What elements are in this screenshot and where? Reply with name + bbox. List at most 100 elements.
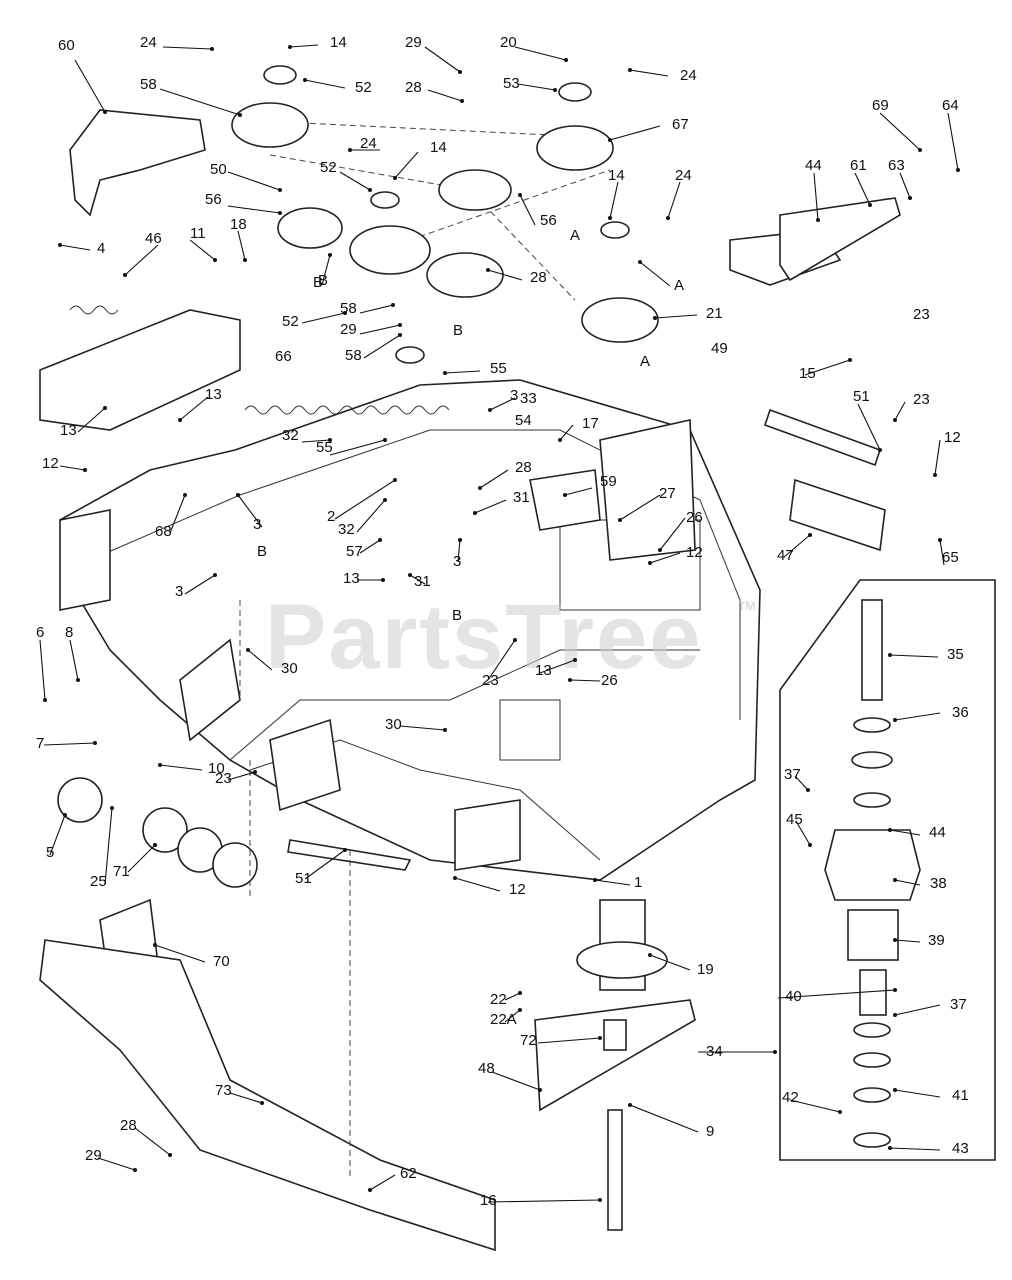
callout-37: 37 xyxy=(950,996,967,1013)
leader-arrowhead xyxy=(598,1198,602,1202)
leader-line xyxy=(889,1147,941,1151)
callout-55: 55 xyxy=(490,360,507,377)
leader-arrowhead xyxy=(893,878,897,882)
leader-line xyxy=(504,1009,521,1023)
leader-line xyxy=(237,494,263,528)
leader-arrowhead xyxy=(513,638,517,642)
leader-arrowhead xyxy=(278,188,282,192)
callout-16: 16 xyxy=(480,1192,497,1209)
callout-11: 11 xyxy=(190,225,206,242)
leader-arrowhead xyxy=(343,848,347,852)
leader-arrowhead xyxy=(443,728,447,732)
callout-26: 26 xyxy=(686,509,703,526)
leader-arrowhead xyxy=(488,408,492,412)
leader-line xyxy=(804,359,851,376)
leader-line xyxy=(124,244,159,276)
leader-line xyxy=(74,59,106,113)
callout-51: 51 xyxy=(853,388,870,405)
leader-line xyxy=(359,304,394,314)
leader-line xyxy=(894,1004,941,1016)
callout-57: 57 xyxy=(346,543,363,560)
callout-24: 24 xyxy=(675,167,692,184)
leader-line xyxy=(504,992,521,1001)
callout-15: 15 xyxy=(799,365,816,382)
leader-arrowhead xyxy=(918,148,922,152)
leader-arrowhead xyxy=(168,1153,172,1157)
callout-1: 1 xyxy=(634,874,642,891)
callout-36: 36 xyxy=(952,704,969,721)
callout-29: 29 xyxy=(405,34,422,51)
belt-guard xyxy=(39,309,241,431)
callout-52: 52 xyxy=(320,159,337,176)
leader-arrowhead xyxy=(378,538,382,542)
leader-line xyxy=(329,439,386,456)
callout-5: 5 xyxy=(46,844,54,861)
guide-lines xyxy=(239,600,351,1180)
leader-line xyxy=(289,44,319,48)
callout-52: 52 xyxy=(282,313,299,330)
leader-line xyxy=(247,649,273,671)
callout-32: 32 xyxy=(338,521,355,538)
leader-line xyxy=(427,89,463,102)
leader-line xyxy=(795,820,811,846)
callout-A: A xyxy=(674,277,684,294)
leader-line xyxy=(667,181,681,219)
leader-line xyxy=(517,83,556,91)
leader-line xyxy=(629,69,669,77)
callout-13: 13 xyxy=(343,570,360,587)
leader-line xyxy=(777,989,896,999)
leader-line xyxy=(189,239,216,261)
leader-arrowhead xyxy=(658,548,662,552)
callout-58: 58 xyxy=(345,347,362,364)
leader-arrowhead xyxy=(213,573,217,577)
callout-22: 22 xyxy=(490,991,507,1008)
watermark-text: PartsTree xyxy=(265,586,702,688)
callout-51: 51 xyxy=(295,870,312,887)
leader-arrowhead xyxy=(83,468,87,472)
leader-arrowhead xyxy=(518,193,522,197)
callout-49: 49 xyxy=(711,340,728,357)
leader-arrowhead xyxy=(598,1036,602,1040)
leader-arrowhead xyxy=(893,1013,897,1017)
assembly-letter-B: B xyxy=(452,607,462,624)
callout-56: 56 xyxy=(540,212,557,229)
callout-30: 30 xyxy=(281,660,298,677)
callout-4: 4 xyxy=(97,240,105,257)
leader-line xyxy=(69,639,79,681)
leader-arrowhead xyxy=(253,770,257,774)
leader-line xyxy=(369,1174,396,1191)
leader-line xyxy=(889,654,939,658)
leader-arrowhead xyxy=(213,258,217,262)
callout-12: 12 xyxy=(42,455,59,472)
callout-3: 3 xyxy=(175,583,183,600)
leader-arrowhead xyxy=(628,1103,632,1107)
callout-12: 12 xyxy=(944,429,961,446)
leader-line xyxy=(59,465,86,471)
leader-arrowhead xyxy=(58,243,62,247)
leader-arrowhead xyxy=(393,478,397,482)
leader-arrowhead xyxy=(368,188,372,192)
leader-arrowhead xyxy=(538,1088,542,1092)
leader-line xyxy=(97,1157,136,1171)
callout-3: 3 xyxy=(453,553,461,570)
leader-line xyxy=(77,407,106,433)
leader-line xyxy=(894,401,906,421)
leader-line xyxy=(569,679,601,682)
callout-72: 72 xyxy=(520,1032,537,1049)
leader-line xyxy=(159,88,241,116)
callout-8: 8 xyxy=(65,624,73,641)
callout-62: 62 xyxy=(400,1165,417,1182)
leader-arrowhead xyxy=(398,323,402,327)
leader-arrowhead xyxy=(888,828,892,832)
callout-18: 18 xyxy=(230,216,247,233)
leader-line xyxy=(894,939,921,943)
leader-line xyxy=(184,574,216,595)
leader-arrowhead xyxy=(246,648,250,652)
leader-line xyxy=(649,552,681,564)
leader-line xyxy=(537,1037,601,1044)
leader-line xyxy=(854,172,871,206)
callout-21: 21 xyxy=(706,305,723,322)
callout-38: 38 xyxy=(930,875,947,892)
